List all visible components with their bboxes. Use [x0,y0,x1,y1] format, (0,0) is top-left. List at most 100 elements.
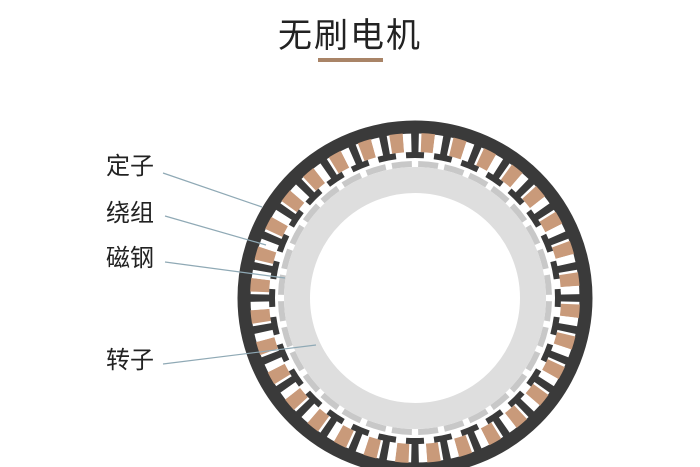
stator-tooth-tip [554,288,562,308]
stator-tooth [531,202,556,222]
magnet-segment [544,301,552,322]
motor-cross-section [237,120,593,467]
magnet-segment [278,301,286,322]
leader-magnet [164,261,286,279]
magnet-segment [544,274,552,295]
winding-gap [476,428,489,447]
magnet-segment [391,161,412,169]
stator-tooth-tip [405,151,425,159]
stator-tooth-tip [485,171,504,187]
label-rotor: 转子 [106,346,154,374]
magnet-segment [537,248,549,270]
magnet-segment [341,172,363,188]
winding-gap [402,135,410,153]
magnet-segment [490,185,510,204]
stator-yoke [237,120,593,467]
winding-gap [460,143,472,162]
magnet-segment [289,224,305,246]
magnet-segment [320,185,340,204]
winding-gap [530,197,547,213]
stator-tooth [491,157,511,182]
winding-coil [476,148,497,171]
stator-tooth [554,322,579,335]
stator-tooth-tip [270,260,280,280]
stator-tooth [294,396,317,419]
leader-winding [164,215,267,246]
winding-gap [266,359,285,372]
winding-coil [559,303,580,319]
stator-tooth-tip [460,159,480,173]
magnet-segment [467,172,489,188]
stator-tooth-tip [405,437,425,444]
stator-tooth-tip [326,409,345,425]
stator-tooth [411,132,419,156]
winding-gap [304,405,320,422]
stator-tooth-tip [526,368,542,387]
magnet-segment [525,224,541,246]
magnet-segment [281,326,293,348]
stator-tooth [439,134,452,159]
stator-tooth [513,177,536,200]
magnet-segment [320,392,340,411]
stator-tooth [347,143,364,168]
stator-tooth [248,294,273,302]
stator-tooth [319,414,339,439]
winding-coil [333,425,354,448]
winding-coil [553,332,576,350]
winding-coil [504,405,528,428]
stator-tooth [466,143,483,168]
stator-tooth-tip [350,423,370,437]
winding-coil [389,133,405,154]
magnet-segment [302,373,321,393]
stator-tooth [260,230,285,247]
stator-tooth-tip [268,288,276,308]
winding-coil [525,383,549,406]
stator-tooth-tip [433,153,453,163]
magnet-segment [418,161,439,169]
stator-tooth-tip [270,316,280,336]
stator-tooth [378,437,391,462]
stator-tooth-tip [276,233,290,253]
winding-coil [559,272,580,288]
winding-gap [539,369,557,384]
winding-coil [500,164,523,188]
magnet-segment [302,203,321,223]
magnet-segment [537,326,549,348]
stator-tooth-tip [288,209,304,228]
stator-tooth-tip [305,188,323,206]
stator-tooth [491,414,511,439]
label-magnet: 磁钢 [106,244,154,272]
stator-tooth-tip [540,343,554,363]
winding-coil [302,168,326,191]
stator-tooth-tip [507,188,525,206]
winding-gap [256,332,275,342]
stator-tooth-tip [350,159,370,173]
stator-tooth-tip [485,409,504,425]
winding-coil [357,139,376,162]
winding-gap [283,383,300,399]
stator-tooth [347,428,364,453]
winding-gap [545,224,564,237]
label-winding: 绕组 [106,199,154,227]
stator-tooth [545,349,570,366]
stator-tooth [557,294,581,302]
stator-tooth-tip [305,390,323,408]
winding-coil [363,436,381,459]
winding-gap [486,156,501,174]
winding-gap [560,285,578,293]
winding-gap [555,254,574,264]
winding-coil [267,363,291,385]
winding-coil [394,442,410,463]
magnet-segment [467,408,489,424]
stator-tooth-tip [540,233,554,253]
winding-coil [454,434,473,457]
winding-gap [358,434,370,453]
stator-tooth [294,177,317,200]
magnet-segment [365,164,387,176]
magnet-segment [443,420,465,432]
magnet-segment [365,420,387,432]
winding-gap [510,174,526,191]
magnet-segment [391,427,412,435]
winding-coil [250,308,271,324]
